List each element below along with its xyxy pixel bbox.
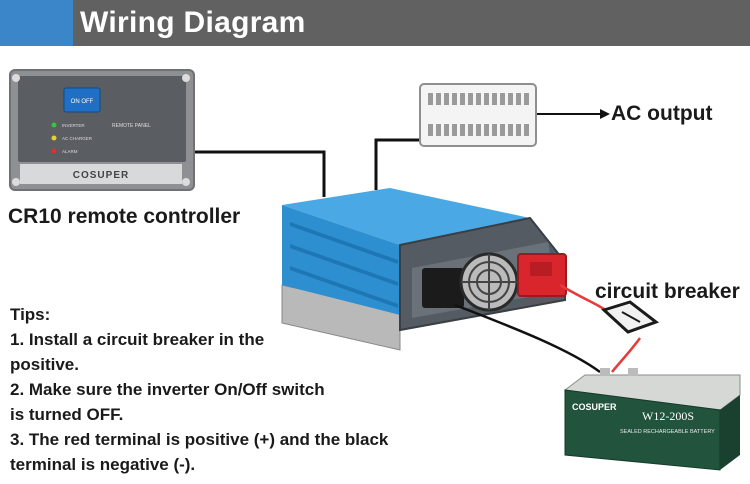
ac-pointer-arrow <box>600 109 610 119</box>
ac-outlet-strip <box>419 83 537 147</box>
remote-panel-label: REMOTE PANEL <box>112 123 151 129</box>
circuit-breaker-device <box>601 300 660 334</box>
ac-output-label: AC output <box>611 102 713 125</box>
remote-led-alarm-label: ALARM <box>62 149 78 154</box>
remote-brand-label: COSUPER <box>73 170 129 181</box>
remote-controller-device <box>9 69 195 191</box>
tip-line: 1. Install a circuit breaker in the <box>10 330 265 349</box>
remote-led-ac-charger-label: AC CHARGER <box>62 136 93 141</box>
tip-line: 2. Make sure the inverter On/Off switch <box>10 380 325 399</box>
battery-model-label: W12-200S <box>642 409 694 423</box>
remote-switch-label: ON OFF <box>71 99 94 105</box>
positive-wire-lower <box>611 337 642 373</box>
remote-cable <box>193 150 326 197</box>
circuit-breaker-label: circuit breaker <box>595 280 740 303</box>
remote-led-inverter-label: INVERTER <box>62 123 85 128</box>
inverter-device <box>281 188 567 351</box>
page-title: Wiring Diagram <box>80 6 306 39</box>
ac-cable <box>374 138 420 190</box>
battery-brand-label: COSUPER <box>572 402 617 412</box>
tip-line: 3. The red terminal is positive (+) and … <box>10 430 389 449</box>
tip-line: positive. <box>10 355 79 374</box>
remote-controller-label: CR10 remote controller <box>8 205 241 228</box>
tips-block: Tips: 1. Install a circuit breaker in th… <box>10 302 388 477</box>
battery-subtitle-label: SEALED RECHARGEABLE BATTERY <box>620 429 715 435</box>
negative-wire <box>454 303 601 374</box>
header-accent <box>0 0 73 46</box>
tip-line: terminal is negative (-). <box>10 455 196 474</box>
header-bar: Wiring Diagram <box>0 0 750 46</box>
tips-heading: Tips: <box>10 305 51 324</box>
battery-device <box>563 368 741 471</box>
tip-line: is turned OFF. <box>10 405 124 424</box>
